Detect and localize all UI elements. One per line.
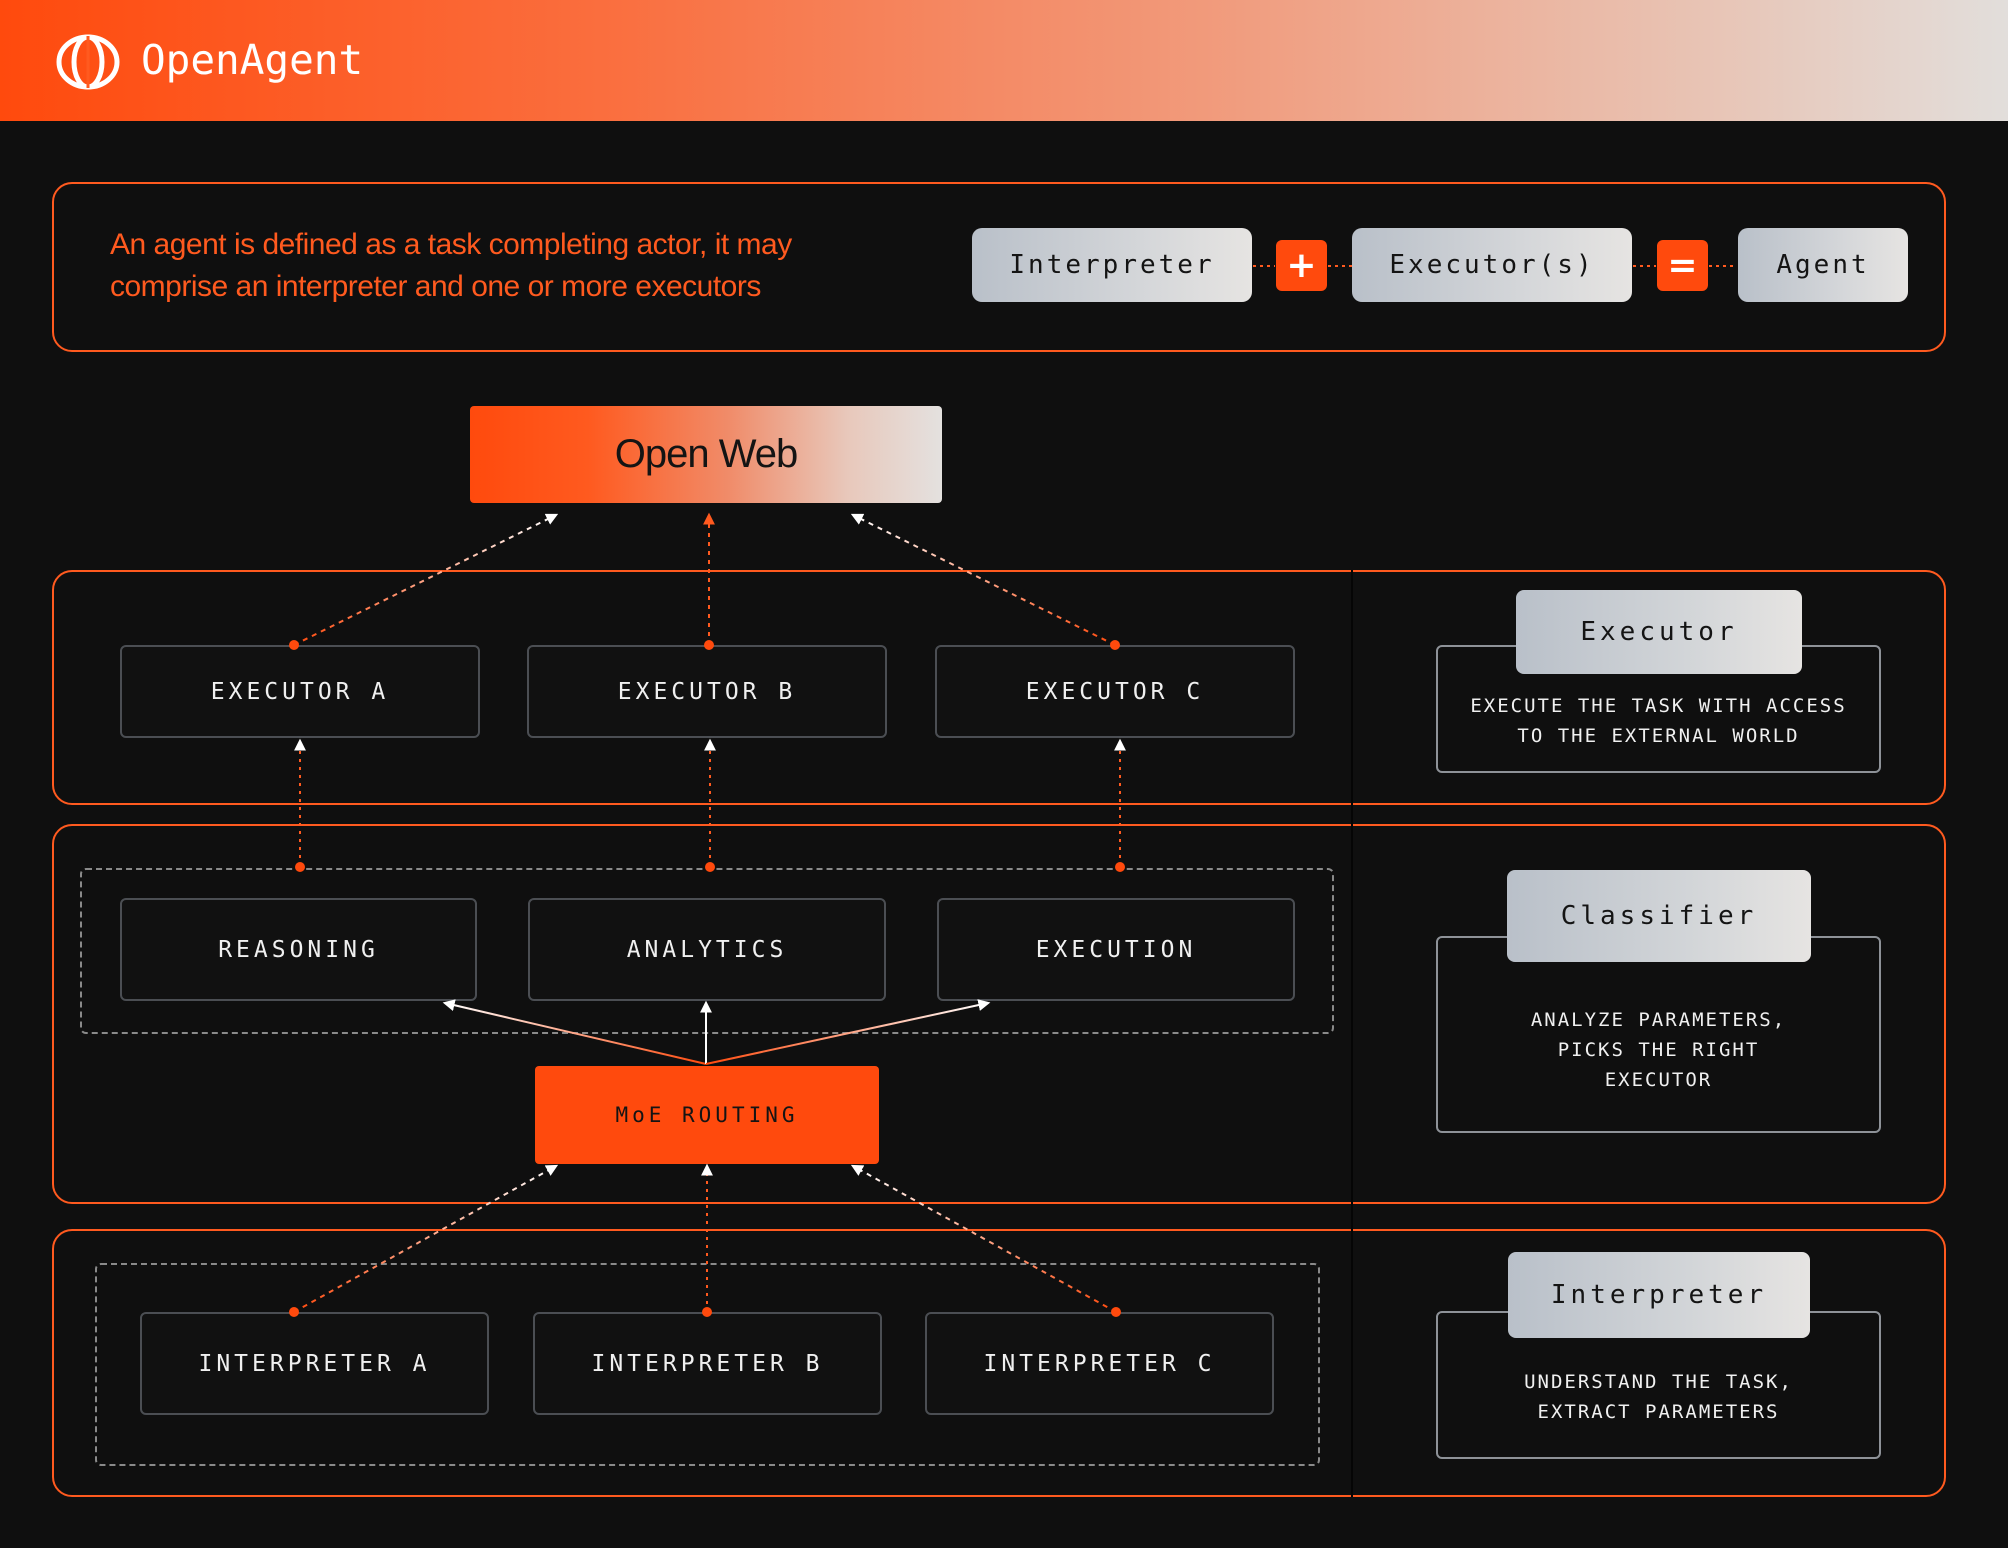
openagent-logo-icon — [56, 34, 120, 90]
executor-description: EXECUTE THE TASK WITH ACCESS TO THE EXTE… — [1436, 645, 1881, 773]
executor-legend-badge: Executor — [1516, 590, 1802, 674]
executor-c-node: EXECUTOR C — [935, 645, 1295, 738]
definition-panel — [52, 182, 1946, 352]
executor-b-node: EXECUTOR B — [527, 645, 887, 738]
classifier-description: ANALYZE PARAMETERS, PICKS THE RIGHT EXEC… — [1436, 936, 1881, 1133]
analytics-node: ANALYTICS — [528, 898, 886, 1001]
classifier-description-text: ANALYZE PARAMETERS, PICKS THE RIGHT EXEC… — [1530, 1008, 1787, 1091]
interpreter-c-node: INTERPRETER C — [925, 1312, 1274, 1415]
interpreter-a-node: INTERPRETER A — [140, 1312, 489, 1415]
header-bar: OpenAgent — [0, 0, 2008, 121]
brand-name: OpenAgent — [141, 36, 364, 84]
executor-description-text: EXECUTE THE TASK WITH ACCESS TO THE EXTE… — [1470, 695, 1847, 747]
execution-node: EXECUTION — [937, 898, 1295, 1001]
classifier-legend-badge: Classifier — [1507, 870, 1811, 962]
reasoning-node: REASONING — [120, 898, 477, 1001]
plus-operator: + — [1276, 240, 1327, 291]
equation-executors-chip: Executor(s) — [1352, 228, 1632, 302]
interpreter-description-text: UNDERSTAND THE TASK, EXTRACT PARAMETERS — [1524, 1371, 1793, 1423]
equals-operator: = — [1657, 240, 1708, 291]
layer-divider — [1351, 570, 1353, 1497]
interpreter-legend-badge: Interpreter — [1508, 1252, 1810, 1338]
interpreter-b-node: INTERPRETER B — [533, 1312, 882, 1415]
agent-definition-text: An agent is defined as a task completing… — [110, 228, 792, 303]
moe-routing-node: MoE ROUTING — [535, 1066, 879, 1164]
equation-interpreter-chip: Interpreter — [972, 228, 1252, 302]
equation-agent-chip: Agent — [1738, 228, 1908, 302]
open-web-node: Open Web — [470, 406, 942, 503]
executor-a-node: EXECUTOR A — [120, 645, 480, 738]
